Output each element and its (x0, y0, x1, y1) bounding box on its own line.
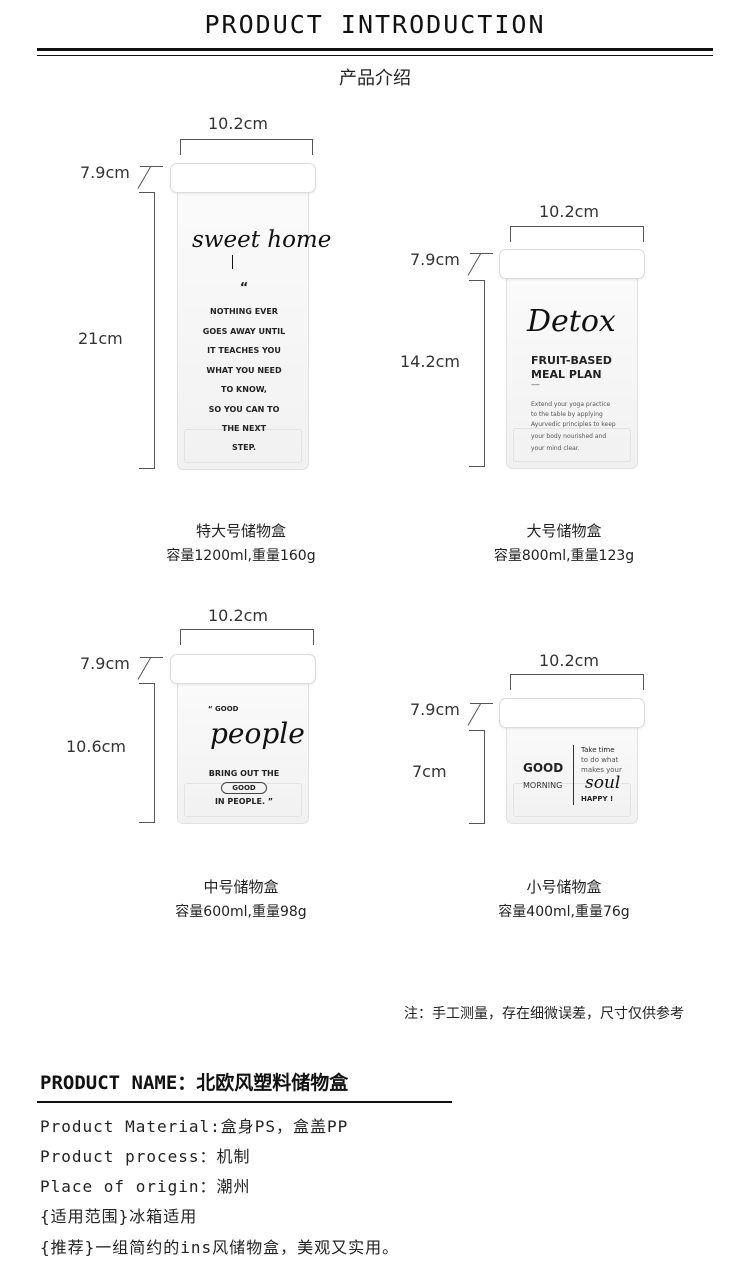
height-bracket (469, 280, 485, 467)
height-label: 14.2cm (400, 352, 461, 371)
height-label: 21cm (78, 329, 123, 348)
label-r3: makes your (581, 766, 622, 774)
label-divider (573, 745, 574, 805)
label-heading: MEAL PLAN (531, 368, 602, 381)
label-dash: — (531, 380, 540, 390)
label-heading: FRUIT-BASED (531, 354, 612, 367)
script-stroke (232, 255, 233, 269)
height-bracket (139, 192, 155, 469)
detail-recommendation: {推荐}一组简约的ins风储物盒，美观又实用。 (40, 1238, 400, 1257)
title-rule-thin (37, 55, 713, 56)
lid-height-label: 7.9cm (410, 250, 460, 269)
label-line: SO YOU CAN TO (208, 405, 280, 414)
label-line: WHAT YOU NEED (206, 366, 282, 375)
label-small: MORNING (523, 781, 563, 790)
container-lid (170, 163, 316, 193)
product-spec: 容量400ml,重量76g (498, 904, 630, 920)
label-small-line: your body nourished and (531, 433, 607, 440)
lid-marker-top (470, 703, 493, 704)
container-base (184, 429, 302, 463)
container-base (513, 783, 631, 817)
container-base (513, 428, 631, 462)
page-title: PRODUCT INTRODUCTION (204, 10, 546, 39)
product-spec: 容量600ml,重量98g (175, 904, 307, 920)
width-bracket (180, 629, 314, 645)
width-label: 10.2cm (539, 202, 600, 221)
label-pill: GOOD (221, 782, 267, 794)
container-medium: “ GOOD people BRING OUT THE GOOD IN PEOP… (177, 670, 309, 824)
height-bracket (139, 683, 155, 823)
label-script: people (210, 717, 305, 750)
label-big: GOOD (523, 761, 564, 775)
lid-height-label: 7.9cm (80, 163, 130, 182)
label-line: IT TEACHES YOU (207, 346, 281, 355)
container-xl: sweet home “ NOTHING EVER GOES AWAY UNTI… (177, 180, 331, 470)
container-lid (499, 698, 645, 728)
container-base (184, 783, 302, 817)
lid-height-label: 7.9cm (410, 700, 460, 719)
heading-underline (37, 1101, 452, 1103)
product-spec: 容量800ml,重量123g (493, 548, 635, 564)
detail-process: Product process：机制 (40, 1147, 251, 1166)
product-name-heading: PRODUCT NAME：北欧风塑料储物盒 (40, 1072, 349, 1094)
container-small: GOOD MORNING Take time to do what makes … (506, 714, 638, 824)
label-top: “ GOOD (208, 705, 239, 713)
lid-marker (137, 166, 151, 189)
lid-marker (467, 703, 481, 726)
width-bracket (180, 139, 313, 155)
detail-usage: {适用范围}冰箱适用 (40, 1207, 198, 1226)
label-small-line: Extend your yoga practice (531, 401, 611, 408)
product-name: 中号储物盒 (203, 878, 279, 896)
detail-material: Product Material:盒身PS，盒盖PP (40, 1117, 349, 1136)
label-line: THE NEXT (221, 424, 267, 433)
label-bottom: IN PEOPLE. ” (214, 797, 274, 806)
width-bracket (510, 226, 644, 242)
title-rule-thick (37, 48, 713, 51)
label-script: sweet home (192, 227, 332, 253)
label-line: BRING OUT THE (208, 769, 280, 778)
lid-height-label: 7.9cm (80, 654, 130, 673)
label-small-line: to the table by applying (531, 411, 603, 418)
label-line: STEP. (231, 443, 257, 452)
label-r4: HAPPY ! (581, 795, 614, 803)
height-bracket (469, 730, 485, 824)
container-large: Detox FRUIT-BASED MEAL PLAN — Extend you… (506, 265, 638, 469)
width-bracket (510, 674, 644, 690)
product-name: 特大号储物盒 (195, 522, 286, 540)
label-r1: Take time (581, 746, 615, 754)
label-small-line: your mind clear. (531, 445, 580, 452)
product-spec: 容量1200ml,重量160g (166, 548, 316, 564)
detail-origin: Place of origin：潮州 (40, 1177, 251, 1196)
lid-marker-top (140, 166, 163, 167)
product-name: 大号储物盒 (526, 522, 602, 540)
height-label: 10.6cm (66, 737, 127, 756)
width-label: 10.2cm (539, 651, 600, 670)
label-small-line: Ayurvedic principles to keep (531, 421, 616, 428)
lid-marker-top (140, 657, 163, 658)
label-line: NOTHING EVER (210, 307, 278, 316)
lid-marker (467, 253, 481, 276)
product-name: 小号储物盒 (526, 878, 602, 896)
label-line: GOES AWAY UNTIL (202, 327, 286, 336)
label-script: soul (585, 773, 621, 793)
measurement-note: 注：手工测量，存在细微误差，尺寸仅供参考 (404, 1006, 684, 1022)
width-label: 10.2cm (208, 114, 269, 133)
width-label: 10.2cm (208, 606, 269, 625)
lid-marker (137, 657, 151, 680)
page-subtitle: 产品介绍 (339, 68, 411, 89)
label-r2: to do what (581, 756, 619, 764)
label-script: Detox (527, 304, 616, 339)
label-line: TO KNOW, (221, 385, 267, 394)
container-lid (499, 249, 645, 279)
lid-marker-top (470, 253, 493, 254)
quote-mark: “ (239, 281, 249, 296)
height-label: 7cm (412, 762, 447, 781)
container-lid (170, 654, 316, 684)
